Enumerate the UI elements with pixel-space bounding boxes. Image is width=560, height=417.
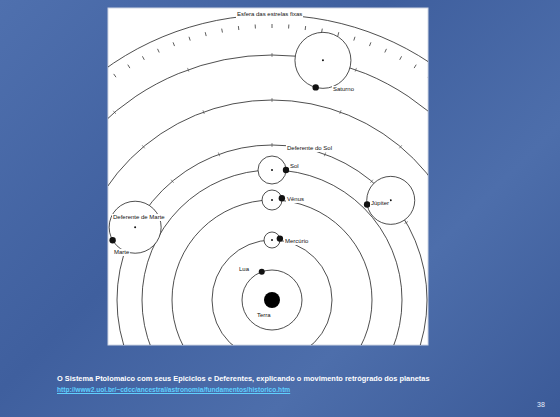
deferent-tick <box>272 98 273 102</box>
deferent-circle <box>172 200 372 345</box>
star-mark <box>272 24 273 28</box>
star-mark <box>369 42 370 46</box>
star-mark <box>337 32 339 36</box>
deferent-tick <box>113 111 116 114</box>
earth-dot <box>264 292 280 308</box>
planet-dot <box>109 237 115 243</box>
epicycle-center <box>390 199 392 201</box>
planet-label: Júpiter <box>370 200 390 207</box>
epicycle <box>258 156 286 184</box>
planet-label: Sol <box>289 163 300 170</box>
deferent-circle <box>108 15 428 345</box>
planet-label: Lua <box>238 266 250 273</box>
star-mark <box>305 26 306 30</box>
star-mark <box>238 26 239 30</box>
planet-dot <box>279 195 285 201</box>
epicycle-center <box>134 226 136 228</box>
deferent-circle <box>212 240 332 345</box>
deferent-tick <box>272 53 273 57</box>
star-mark <box>128 65 130 68</box>
deferent-circle <box>108 55 428 345</box>
epicycle <box>262 190 282 210</box>
planet-dot <box>312 84 318 90</box>
planet-label: Mercúrio <box>284 238 309 245</box>
star-mark <box>385 49 387 53</box>
star-mark <box>142 56 144 60</box>
deferent-circle <box>242 270 302 330</box>
star-mark <box>400 56 402 60</box>
orbit-group <box>108 15 428 345</box>
star-mark <box>414 65 416 68</box>
star-mark <box>158 49 160 53</box>
deferent-circle <box>117 145 427 345</box>
deferent-tick <box>171 180 174 183</box>
deferent-tick <box>340 110 341 114</box>
star-mark <box>288 25 289 29</box>
epicycle <box>295 32 351 88</box>
sphere-label: Esfera das estrelas fixas <box>236 11 303 18</box>
star-mark <box>255 25 256 29</box>
slide-number: 38 <box>537 401 545 409</box>
star-mark <box>173 42 174 46</box>
star-mark <box>354 37 355 41</box>
deferent-tick <box>355 68 356 72</box>
deferent-tick <box>370 180 373 183</box>
planet-label: Saturno <box>332 86 355 93</box>
caption: O Sistema Ptolomaico com seus Epiciclos … <box>57 375 430 384</box>
image-frame <box>108 8 428 345</box>
deferent-circle <box>108 100 428 345</box>
planet-label: Terra <box>256 312 272 319</box>
source-link: http://www2.uol.br/~cdcc/ancestral/astro… <box>57 386 290 394</box>
planet-label: Vênus <box>286 196 305 203</box>
planet-dot <box>277 235 283 241</box>
star-mark <box>189 37 190 41</box>
deferent-circle <box>142 170 402 345</box>
planet-label: Marte <box>113 249 130 256</box>
deferent-tick <box>203 110 204 114</box>
epicycle-center <box>271 169 273 171</box>
star-mark <box>114 74 116 77</box>
deferent-tick <box>324 152 325 156</box>
epicycle <box>367 176 415 224</box>
deferent-label: Deferente do Sol <box>286 145 333 152</box>
moon-dot <box>259 269 265 275</box>
deferent-tick <box>405 222 408 224</box>
deferent-tick <box>142 145 145 148</box>
deferent-tick <box>399 145 402 148</box>
epicycle <box>109 201 161 253</box>
deferent-tick <box>218 152 219 156</box>
deferent-label: Deferente de Marte <box>112 214 166 221</box>
epicycle-center <box>271 199 273 201</box>
star-mark <box>221 29 223 33</box>
epicycle-center <box>322 59 324 61</box>
deferent-tick <box>272 143 273 147</box>
deferent-tick <box>188 68 189 72</box>
star-mark <box>205 32 207 36</box>
epicycle-center <box>271 239 273 241</box>
